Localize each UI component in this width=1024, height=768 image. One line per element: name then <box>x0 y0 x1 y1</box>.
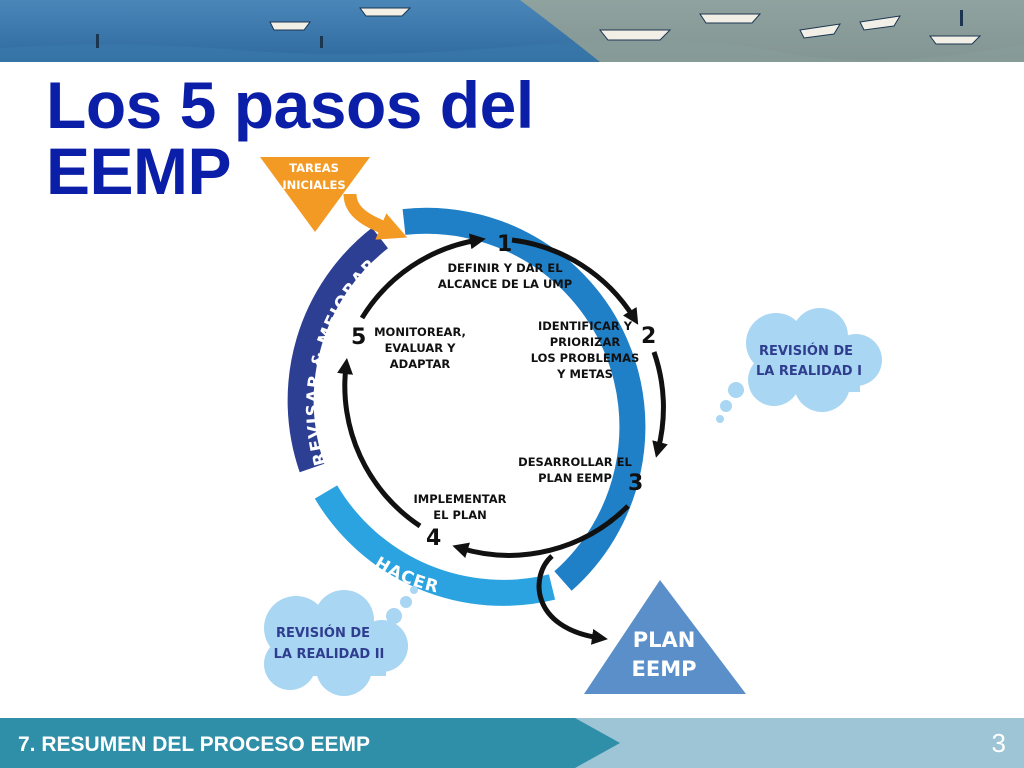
step-3-text-line-2: PLAN EEMP <box>538 471 612 485</box>
initial-tasks-triangle <box>260 157 370 232</box>
step-number-3: 3 <box>628 471 643 496</box>
page-title: Los 5 pasos del EEMP <box>46 72 534 204</box>
step-4-text-line-1: IMPLEMENTAR <box>414 492 507 506</box>
step-number-4: 4 <box>426 526 441 551</box>
step-2-text-line-4: Y METAS <box>556 367 613 381</box>
output-arrow <box>536 554 608 645</box>
review-reality-1-line-2: LA REALIDAD I <box>756 364 862 379</box>
cycle-arrow-3-to-4 <box>452 504 630 558</box>
step-5-text-line-1: MONITOREAR, <box>374 325 466 339</box>
review-reality-2-line-1: REVISIÓN DE <box>276 625 370 641</box>
page-number: 3 <box>991 728 1006 758</box>
review-reality-2-cloud: REVISIÓN DE LA REALIDAD II <box>264 586 418 696</box>
header-banner-illustration <box>0 0 1024 62</box>
initial-tasks-arrow <box>343 193 408 240</box>
footer-bar <box>0 718 1024 768</box>
step-4-text-line-2: EL PLAN <box>433 508 486 522</box>
review-reality-1-line-1: REVISIÓN DE <box>759 343 853 359</box>
step-number-1: 1 <box>497 232 512 257</box>
review-reality-2-line-2: LA REALIDAD II <box>274 647 385 662</box>
step-1-text-line-1: DEFINIR Y DAR EL <box>447 261 563 275</box>
step-1-text-line-2: ALCANCE DE LA UMP <box>438 277 572 291</box>
review-reality-1-cloud: REVISIÓN DE LA REALIDAD I <box>716 308 882 423</box>
step-2-text-line-3: LOS PROBLEMAS <box>531 351 640 365</box>
step-3-text-line-1: DESARROLLAR EL <box>518 455 632 469</box>
footer-section-label: 7. RESUMEN DEL PROCESO EEMP <box>18 733 371 756</box>
step-number-5: 5 <box>351 325 366 350</box>
phase-label-planear-top: PLANEAR <box>481 184 581 212</box>
step-2-text-line-2: PRIORIZAR <box>550 335 621 349</box>
initial-tasks-line-2: INICIALES <box>282 178 345 192</box>
cycle-arrow-5-to-1 <box>359 233 486 320</box>
plan-eemp-triangle <box>584 580 746 694</box>
step-5-text-line-3: ADAPTAR <box>390 357 451 371</box>
step-2-text-line-1: IDENTIFICAR Y <box>538 319 633 333</box>
svg-text:PLANEAR: PLANEAR <box>650 270 716 364</box>
svg-text:PLANEAR: PLANEAR <box>481 184 582 212</box>
initial-tasks-line-1: TAREAS <box>289 161 339 175</box>
phase-label-revisar-mejorar: REVISAR & MEJORAR <box>303 255 380 468</box>
step-5-text-line-2: EVALUAR Y <box>385 341 457 355</box>
title-line-1: Los 5 pasos del <box>46 68 534 142</box>
cycle-arrow-4-to-5 <box>337 358 422 529</box>
svg-text:REVISAR & MEJORAR: REVISAR & MEJORAR <box>303 255 381 468</box>
title-line-2: EEMP <box>46 134 232 208</box>
phase-label-planear-right-2: PLANEAR <box>645 453 710 547</box>
step-number-2: 2 <box>641 324 656 349</box>
cycle-arrow-1-to-2 <box>511 237 639 325</box>
plan-eemp-line-1: PLAN <box>633 628 696 652</box>
plan-eemp-line-2: EEMP <box>632 657 697 681</box>
ring-segment-hacer <box>314 485 556 606</box>
svg-text:PLANEAR: PLANEAR <box>645 453 711 547</box>
ring-segment-revisar <box>287 227 389 473</box>
cycle-arrow-2-to-3 <box>651 351 668 458</box>
phase-label-planear-right-1: PLANEAR <box>650 270 715 364</box>
